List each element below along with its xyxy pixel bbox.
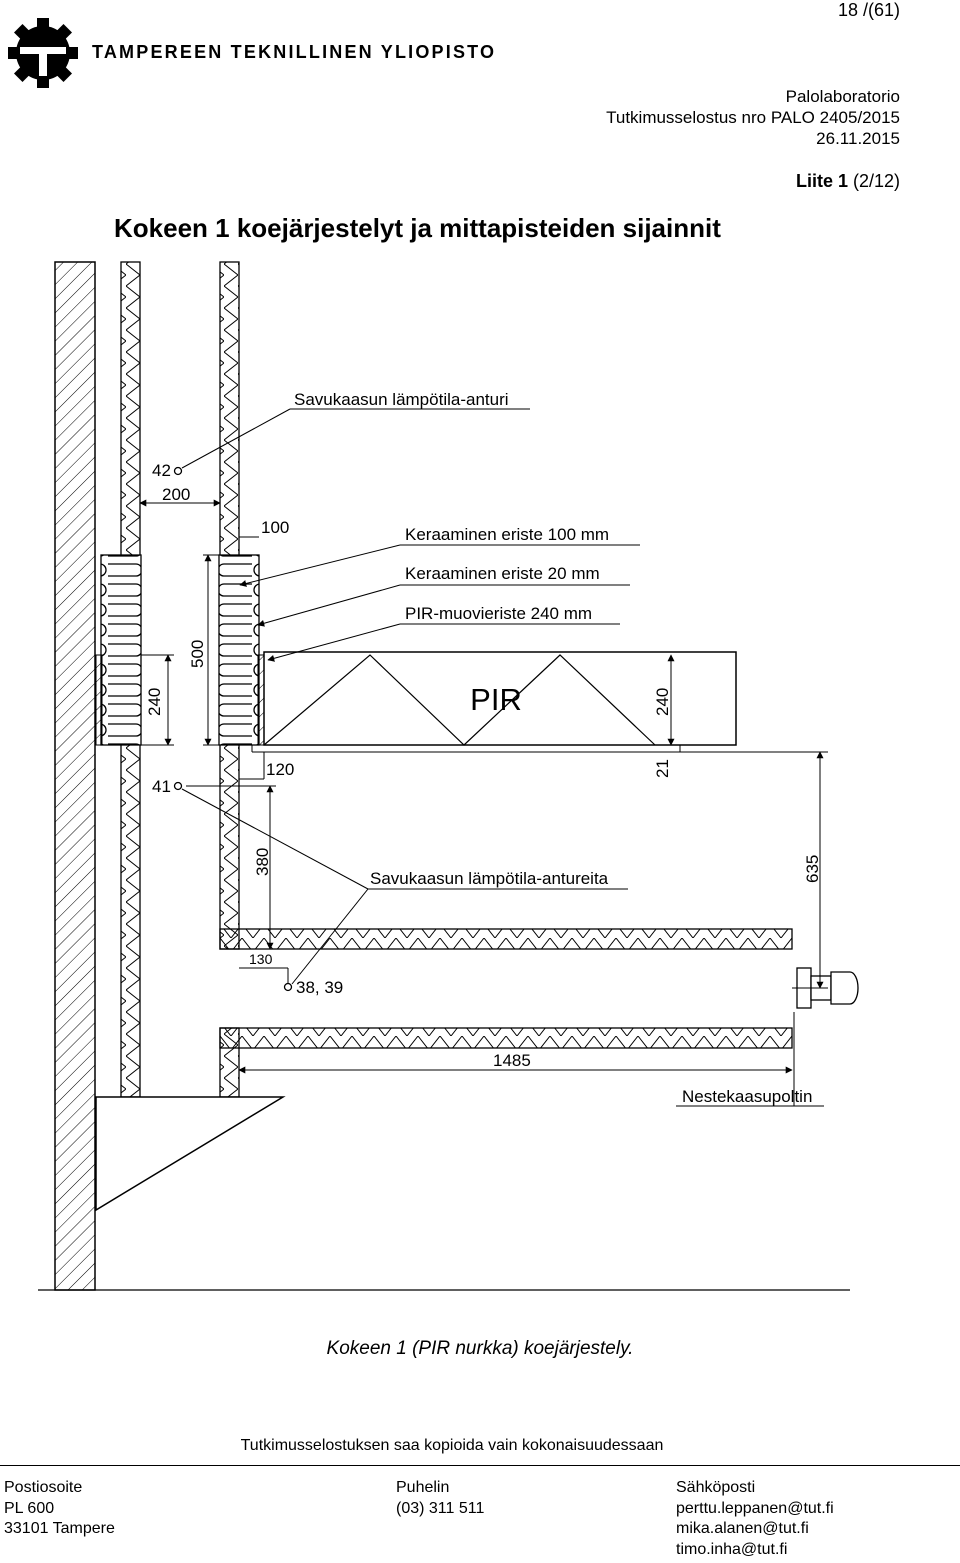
- university-name: TAMPEREEN TEKNILLINEN YLIOPISTO: [92, 42, 497, 62]
- figure-caption: Kokeen 1 (PIR nurkka) koejärjestely.: [326, 1338, 634, 1359]
- dim-1485: 1485: [493, 1051, 531, 1070]
- report-date: 26.11.2015: [816, 129, 900, 148]
- test-arrangement-drawing: PIR: [38, 261, 859, 1291]
- appendix-label: Liite 1 (2/12): [795, 171, 900, 191]
- ceramic-100-label: Keraaminen eriste 100 mm: [405, 525, 609, 544]
- footer-divider: [0, 1465, 960, 1466]
- point-38-39: 38, 39: [296, 978, 343, 997]
- dim-100: 100: [261, 518, 289, 537]
- footer-postal: Postiosoite PL 600 33101 Tampere: [4, 1479, 115, 1537]
- footer-email: Sähköposti perttu.leppanen@tut.fi mika.a…: [676, 1479, 834, 1558]
- footer-phone: Puhelin (03) 311 511: [396, 1479, 485, 1517]
- university-logo-icon: [8, 18, 78, 88]
- sensors-lower-label: Savukaasun lämpötila-antureita: [370, 869, 609, 888]
- copy-note: Tutkimusselostuksen saa kopioida vain ko…: [240, 1437, 664, 1454]
- dim-120: 120: [266, 760, 294, 779]
- point-42: 42: [152, 461, 171, 480]
- page-title: Kokeen 1 koejärjestelyt ja mittapisteide…: [114, 213, 721, 243]
- dim-380: 380: [253, 848, 272, 876]
- dim-240-right: 240: [653, 688, 672, 716]
- dim-240-left: 240: [145, 688, 164, 716]
- burner-label: Nestekaasupoltin: [682, 1087, 812, 1106]
- ceramic-20-label: Keraaminen eriste 20 mm: [405, 564, 600, 583]
- report-number: Tutkimusselostus nro PALO 2405/2015: [606, 108, 900, 127]
- pir-insulation-label: PIR-muovieriste 240 mm: [405, 604, 592, 623]
- page-number: 18 /(61): [837, 0, 900, 20]
- dim-130: 130: [249, 951, 273, 967]
- lab-name: Palolaboratorio: [785, 87, 900, 106]
- pir-label: PIR: [470, 682, 522, 717]
- dim-200: 200: [162, 485, 190, 504]
- sensor-top-label: Savukaasun lämpötila-anturi: [294, 390, 509, 409]
- dim-21: 21: [653, 759, 672, 778]
- dim-500: 500: [188, 640, 207, 668]
- burner-icon: [796, 967, 859, 1009]
- dim-635: 635: [803, 855, 822, 883]
- point-41: 41: [152, 777, 171, 796]
